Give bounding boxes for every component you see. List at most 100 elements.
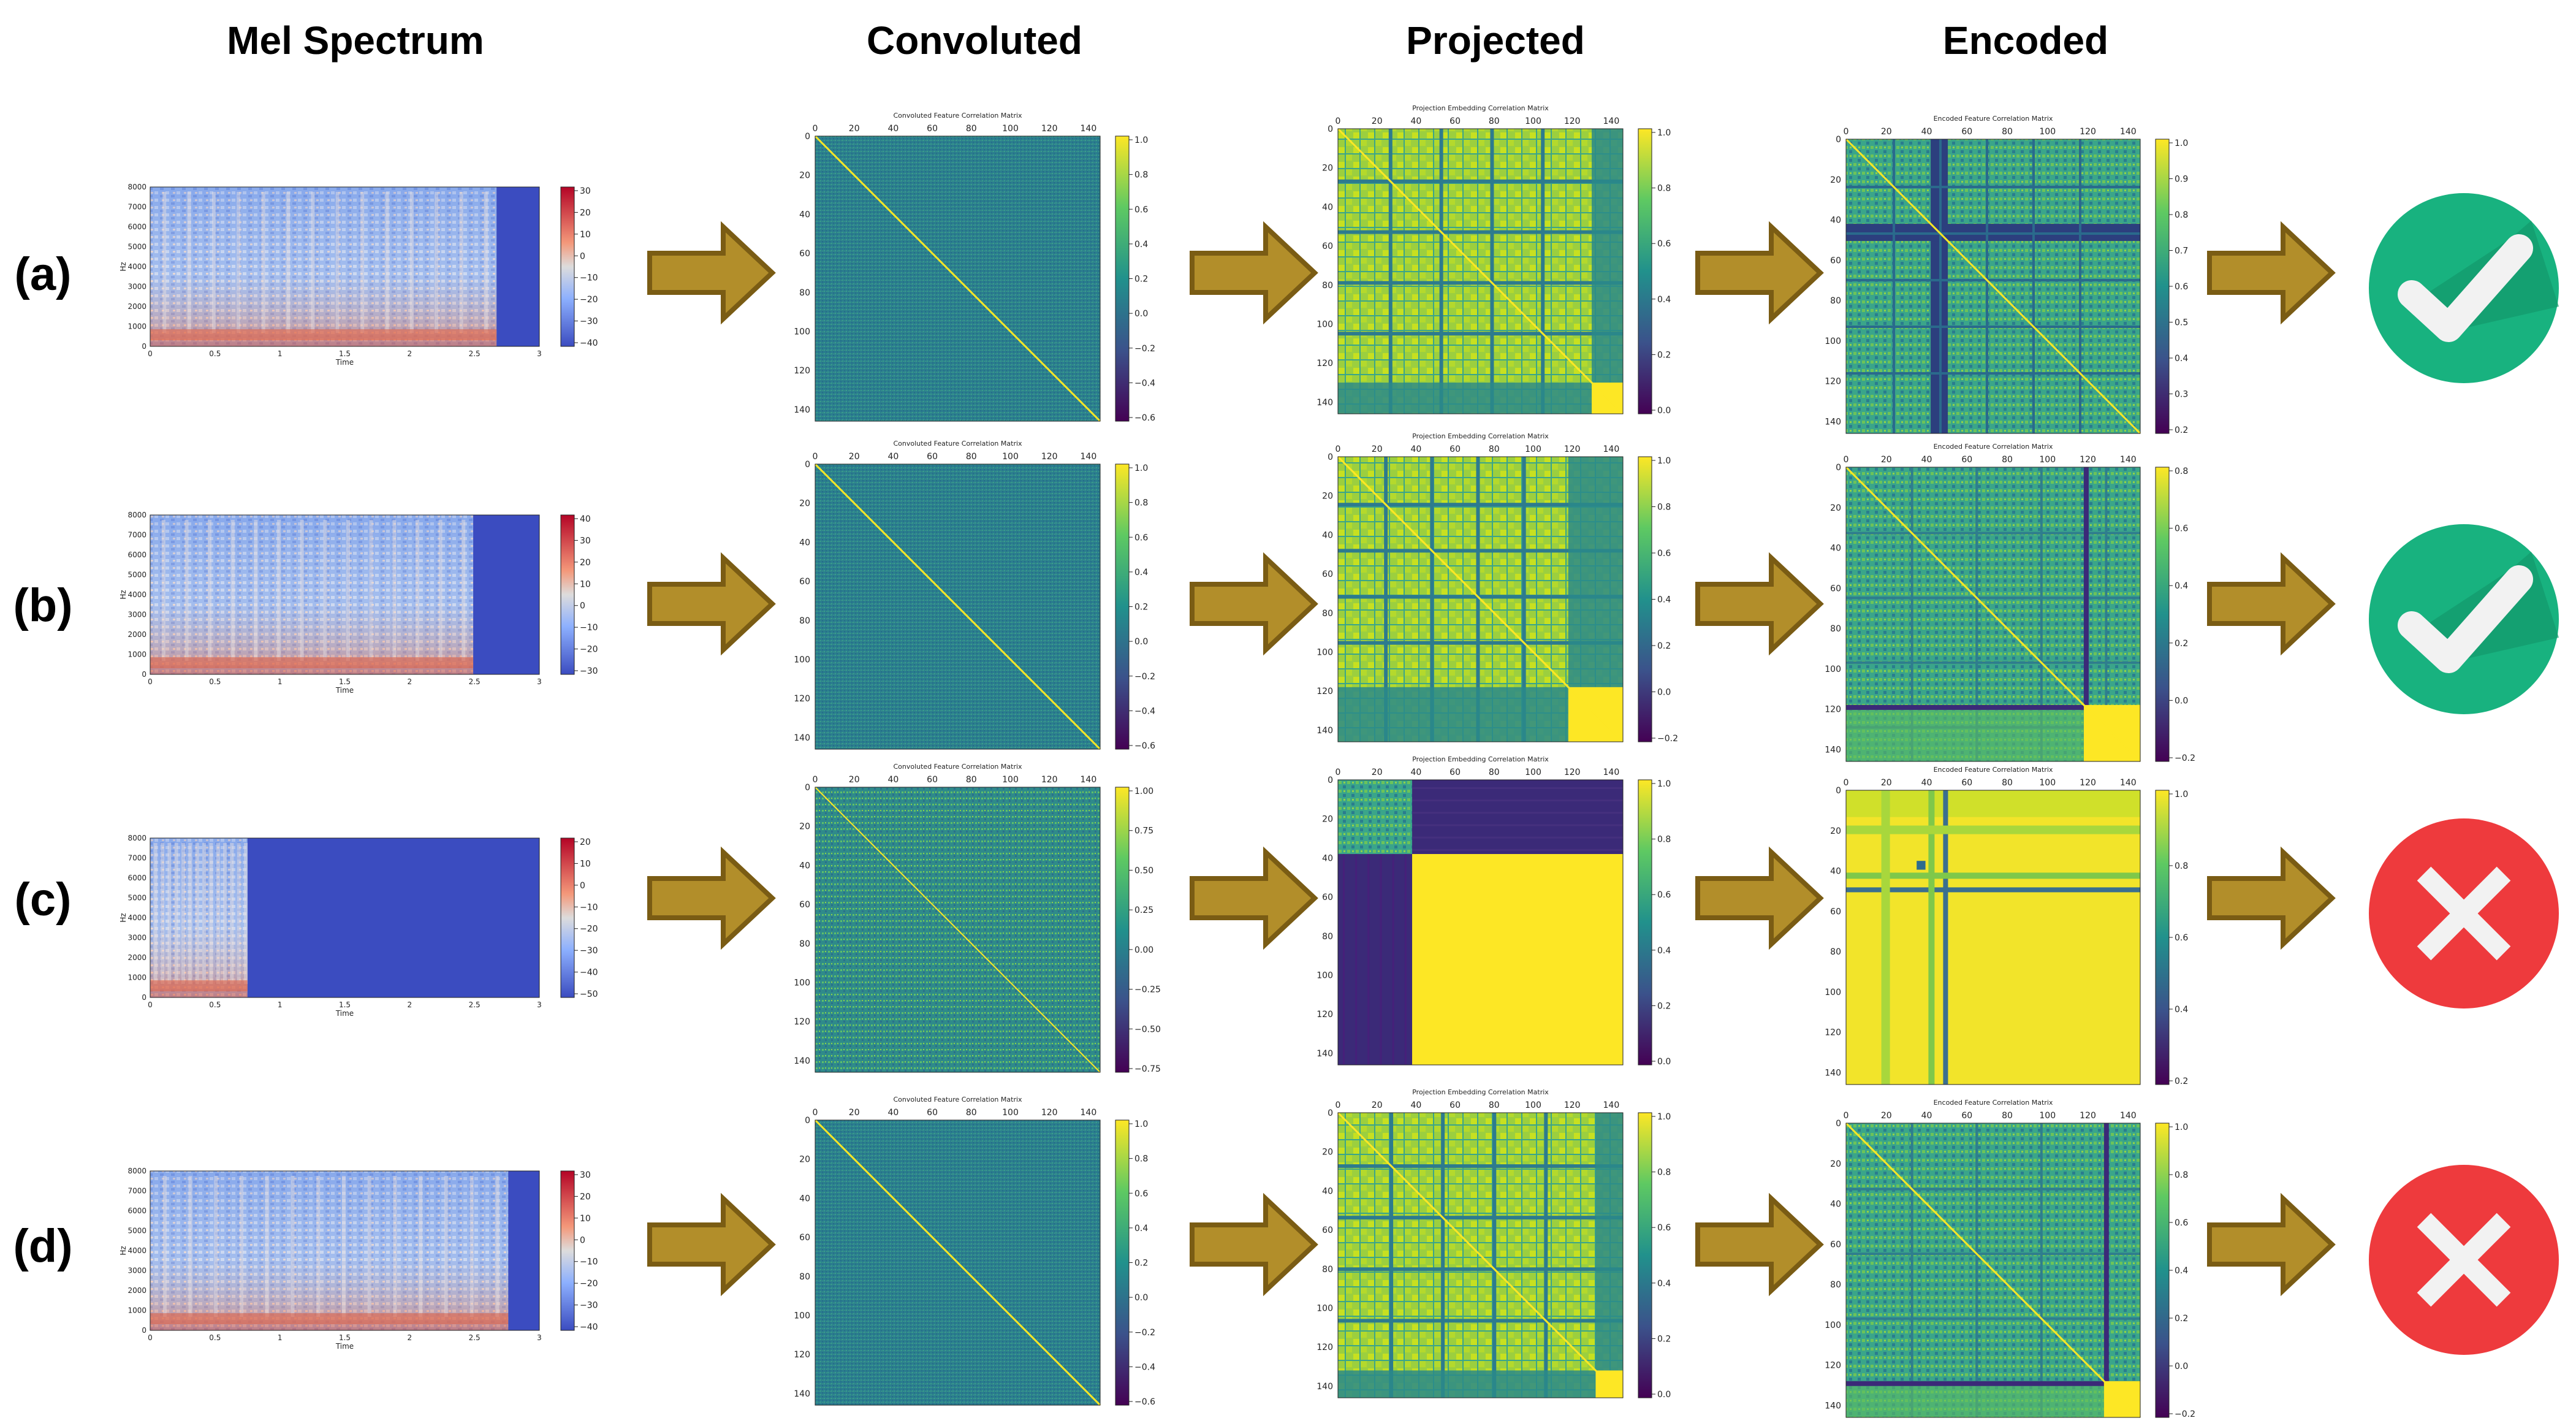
mel-y-tick: 1000 [127, 1306, 146, 1315]
matrix-y-tick: 100 [1316, 319, 1333, 329]
colorbar-tick-label: −0.2 [1134, 1328, 1155, 1338]
colorbar-tick-label: 0.0 [1657, 1390, 1671, 1400]
matrix-x-tick: 140 [2120, 778, 2137, 788]
mel-x-tick: 2 [408, 677, 412, 686]
matrix-band [1355, 854, 1358, 1065]
colorbar-tick-label: 0.0 [1134, 1293, 1148, 1303]
matrix-y-tick: 100 [794, 655, 810, 665]
matrix-x-tick: 140 [1603, 768, 1620, 777]
mel-x-tick: 2.5 [469, 349, 481, 358]
mel-streak [311, 192, 315, 333]
matrix-diagonal [814, 135, 1101, 422]
colorbar-tick-label: 0 [580, 601, 585, 611]
colorbar-tick-label: 0.6 [2175, 524, 2188, 534]
matrix-y-tick: 20 [1830, 1159, 1841, 1169]
matrix-x-tick: 20 [1881, 455, 1892, 465]
matrix-y-tick: 80 [799, 616, 810, 626]
mel-streak [211, 192, 216, 333]
matrix-frame [815, 135, 1101, 422]
flow-arrow [1190, 221, 1318, 325]
mel-y-tick: 1000 [127, 322, 146, 331]
colorbar-tick-label: 0 [580, 251, 585, 261]
matrix-y-tick: 100 [794, 978, 810, 988]
colorbar-tick-label: 0.2 [2175, 1314, 2188, 1324]
mel-y-tick: 7000 [127, 854, 146, 863]
matrix-y-tick: 60 [1830, 584, 1841, 593]
matrix-diagonal [814, 463, 1101, 750]
matrix-y-tick: 80 [1322, 932, 1333, 942]
matrix-band [1412, 812, 1623, 814]
matrix-x-tick: 140 [1603, 116, 1620, 126]
matrix-band [1338, 595, 1623, 599]
matrix-y-tick: 80 [799, 939, 810, 949]
matrix-y-tick: 100 [794, 327, 810, 337]
matrix-x-tick: 120 [2080, 1111, 2096, 1121]
colorbar-tick-label: 0.2 [1134, 603, 1148, 612]
matrix-x-tick: 140 [1081, 452, 1097, 462]
matrix-y-tick: 20 [1830, 826, 1841, 836]
colorbar-tick-label: −10 [580, 902, 598, 912]
matrix-x-tick: 20 [849, 1108, 860, 1118]
matrix-x-tick: 40 [1410, 1100, 1421, 1110]
flow-arrow [2207, 846, 2336, 950]
matrix-title: Projection Embedding Correlation Matrix [1412, 432, 1549, 440]
matrix-x-tick: 60 [1449, 444, 1461, 454]
matrix-y-tick: 120 [794, 1017, 810, 1027]
matrix-tail [1338, 1370, 1623, 1398]
matrix-x-tick: 60 [927, 775, 938, 785]
matrix-y-tick: 0 [805, 783, 810, 793]
matrix-block [1338, 780, 1413, 855]
matrix-y-tick: 20 [1322, 492, 1333, 501]
encoded-matrix: Encoded Feature Correlation Matrix002020… [1825, 766, 2188, 1086]
colorbar-tick-label: 1.0 [1134, 1119, 1148, 1129]
matrix-frame [815, 463, 1101, 750]
matrix-band [1928, 790, 1935, 1085]
colorbar-tick-label: −0.6 [1134, 1397, 1155, 1407]
colorbar-tick-label: 0.0 [1657, 406, 1671, 416]
row-label: (c) [15, 874, 72, 926]
colorbar-tick-label: 10 [580, 579, 591, 589]
colorbar-tick-label: −30 [580, 666, 598, 676]
matrix-y-tick: 140 [1316, 398, 1333, 408]
colorbar-tick-label: 0.4 [1134, 1224, 1148, 1233]
colorbar-tick-label: 0.2 [1657, 641, 1671, 651]
matrix-x-tick: 140 [1081, 1108, 1097, 1118]
matrix-y-tick: 20 [1322, 164, 1333, 173]
mel-x-tick: 1.5 [339, 1001, 351, 1009]
mel-x-label: Time [335, 686, 354, 695]
mel-low-band [150, 1313, 509, 1324]
matrix-y-tick: 40 [799, 1194, 810, 1203]
mel-frame [150, 1170, 540, 1331]
matrix-diagonal [815, 787, 1101, 1073]
matrix-band [1380, 854, 1382, 1065]
matrix-y-tick: 60 [799, 900, 810, 910]
matrix-x-tick: 140 [1081, 775, 1097, 785]
mel-y-tick: 6000 [127, 1207, 146, 1215]
matrix-y-tick: 100 [1316, 647, 1333, 657]
matrix-diagonal [1337, 1111, 1624, 1399]
mel-y-tick: 7000 [127, 531, 146, 540]
matrix-y-tick: 20 [799, 171, 810, 181]
colorbar-tick-label: −0.4 [1134, 1362, 1155, 1372]
mel-streak [214, 1176, 218, 1317]
mel-low-band [150, 657, 474, 668]
matrix-x-tick: 120 [1041, 124, 1058, 134]
matrix-title: Projection Embedding Correlation Matrix [1412, 1088, 1549, 1096]
colorbar-tick-label: 0.5 [2175, 318, 2188, 328]
check-result-badge [2369, 193, 2559, 383]
matrix-x-tick: 60 [927, 1108, 938, 1118]
matrix-y-tick: 60 [1322, 1226, 1333, 1235]
mel-x-label: Time [335, 1342, 354, 1351]
colorbar-tick-label: 0.6 [1657, 239, 1671, 249]
matrix-x-tick: 140 [1081, 124, 1097, 134]
matrix-band [2103, 1123, 2109, 1417]
mel-streak [335, 192, 340, 333]
matrix-band [1439, 129, 1443, 414]
matrix-title: Encoded Feature Correlation Matrix [1934, 766, 2053, 774]
matrix-tail [1846, 709, 2084, 761]
matrix-band [1338, 1164, 1623, 1169]
matrix-block [1846, 790, 2140, 817]
mel-streak [188, 1176, 192, 1317]
convoluted-matrix: Convoluted Feature Correlation Matrix002… [794, 112, 1155, 423]
